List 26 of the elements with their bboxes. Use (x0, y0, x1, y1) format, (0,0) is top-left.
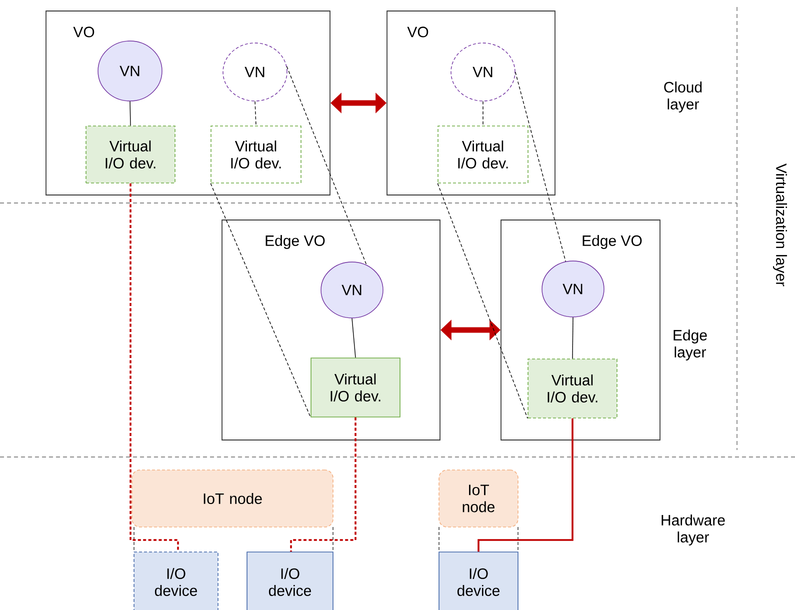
device-box: I/O device (246, 552, 334, 610)
connector (478, 418, 574, 552)
connector (482, 101, 484, 126)
virtual-device-box: Virtual I/O dev. (310, 358, 400, 418)
iot-node-box: IoT node (438, 470, 518, 528)
connector (210, 183, 311, 418)
connector (352, 318, 356, 358)
connector (130, 101, 131, 126)
connector (437, 183, 528, 419)
layer-label: Cloud layer (664, 82, 702, 112)
layer-label: Hardware layer (662, 514, 725, 546)
connector (515, 72, 566, 262)
layer-label: Virtualization layer (773, 164, 787, 286)
device-box: I/O device (134, 552, 218, 610)
connector (254, 101, 256, 126)
virtual-device-box: Virtual I/O dev. (438, 126, 528, 184)
layer-label: Edge layer (674, 330, 707, 360)
virtual-device-box: Virtual I/O dev. (86, 126, 176, 184)
device-box: I/O device (438, 552, 518, 610)
iot-node-box: IoT node (132, 470, 334, 528)
connector (286, 66, 367, 266)
connector (130, 183, 179, 552)
virtual-device-box: Virtual I/O dev. (528, 358, 618, 418)
virtual-device-box: Virtual I/O dev. (210, 126, 302, 184)
connector (290, 417, 356, 552)
connector (572, 317, 574, 359)
